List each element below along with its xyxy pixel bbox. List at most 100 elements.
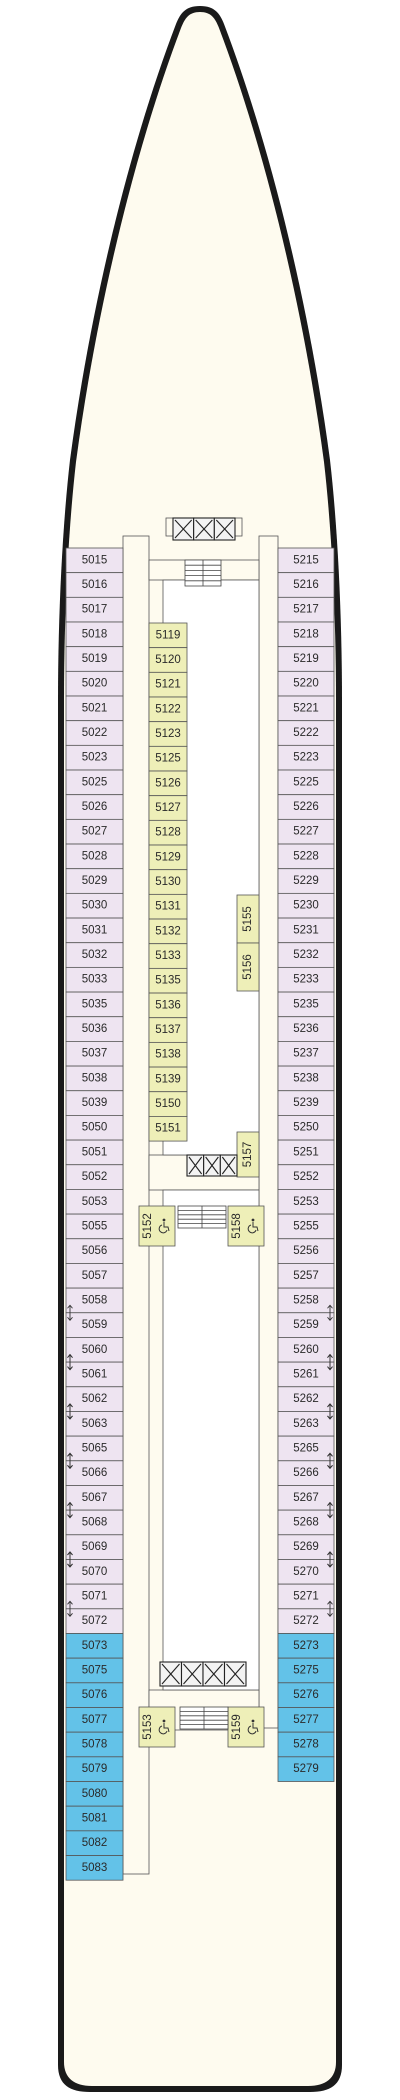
- cabin-5031[interactable]: 5031: [65, 917, 124, 944]
- cabin-5262[interactable]: 5262: [277, 1386, 335, 1412]
- cabin-5079[interactable]: 5079: [65, 1756, 124, 1782]
- cabin-5150[interactable]: 5150: [148, 1091, 188, 1117]
- cabin-5038[interactable]: 5038: [65, 1065, 124, 1092]
- cabin-5253[interactable]: 5253: [277, 1189, 335, 1215]
- cabin-5065[interactable]: 5065: [65, 1435, 124, 1462]
- cabin-5026[interactable]: 5026: [65, 794, 124, 820]
- cabin-5237[interactable]: 5237: [277, 1041, 335, 1067]
- cabin-5063[interactable]: 5063: [65, 1411, 124, 1437]
- cabin-5127[interactable]: 5127: [148, 795, 188, 821]
- cabin-5258[interactable]: 5258: [277, 1287, 335, 1314]
- cabin-5259[interactable]: 5259: [277, 1312, 335, 1338]
- cabin-5132[interactable]: 5132: [148, 918, 188, 945]
- cabin-5218[interactable]: 5218: [277, 621, 335, 648]
- cabin-5016[interactable]: 5016: [65, 572, 124, 598]
- cabin-5270[interactable]: 5270: [277, 1559, 335, 1585]
- cabin-5120[interactable]: 5120: [148, 647, 188, 673]
- cabin-5050[interactable]: 5050: [65, 1115, 124, 1141]
- cabin-5257[interactable]: 5257: [277, 1263, 335, 1289]
- cabin-5072[interactable]: 5072: [65, 1608, 124, 1634]
- cabin-5057[interactable]: 5057: [65, 1263, 124, 1289]
- cabin-5156[interactable]: 5156: [236, 942, 260, 992]
- cabin-5250[interactable]: 5250: [277, 1115, 335, 1141]
- cabin-5275[interactable]: 5275: [277, 1657, 335, 1684]
- cabin-5125[interactable]: 5125: [148, 745, 188, 772]
- cabin-5138[interactable]: 5138: [148, 1041, 188, 1068]
- cabin-5082[interactable]: 5082: [65, 1830, 124, 1856]
- cabin-5022[interactable]: 5022: [65, 720, 124, 746]
- cabin-5052[interactable]: 5052: [65, 1164, 124, 1190]
- cabin-5028[interactable]: 5028: [65, 843, 124, 870]
- cabin-5025[interactable]: 5025: [65, 769, 124, 796]
- cabin-5060[interactable]: 5060: [65, 1337, 124, 1363]
- cabin-5233[interactable]: 5233: [277, 966, 335, 993]
- cabin-5068[interactable]: 5068: [65, 1509, 124, 1536]
- cabin-5266[interactable]: 5266: [277, 1460, 335, 1486]
- cabin-5260[interactable]: 5260: [277, 1337, 335, 1363]
- cabin-5229[interactable]: 5229: [277, 868, 335, 894]
- cabin-5139[interactable]: 5139: [148, 1066, 188, 1093]
- cabin-5137[interactable]: 5137: [148, 1017, 188, 1043]
- cabin-5159[interactable]: 5159: [227, 1706, 265, 1748]
- cabin-5278[interactable]: 5278: [277, 1731, 335, 1758]
- cabin-5058[interactable]: 5058: [65, 1287, 124, 1314]
- cabin-5221[interactable]: 5221: [277, 695, 335, 722]
- cabin-5238[interactable]: 5238: [277, 1065, 335, 1092]
- cabin-5277[interactable]: 5277: [277, 1707, 335, 1733]
- cabin-5269[interactable]: 5269: [277, 1534, 335, 1560]
- cabin-5121[interactable]: 5121: [148, 671, 188, 698]
- cabin-5030[interactable]: 5030: [65, 892, 124, 919]
- cabin-5071[interactable]: 5071: [65, 1583, 124, 1610]
- cabin-5066[interactable]: 5066: [65, 1460, 124, 1486]
- cabin-5232[interactable]: 5232: [277, 942, 335, 968]
- cabin-5020[interactable]: 5020: [65, 670, 124, 697]
- cabin-5055[interactable]: 5055: [65, 1213, 124, 1240]
- cabin-5217[interactable]: 5217: [277, 596, 335, 623]
- cabin-5061[interactable]: 5061: [65, 1361, 124, 1388]
- cabin-5032[interactable]: 5032: [65, 942, 124, 968]
- cabin-5158[interactable]: 5158: [227, 1205, 265, 1247]
- cabin-5073[interactable]: 5073: [65, 1633, 124, 1659]
- cabin-5027[interactable]: 5027: [65, 818, 124, 845]
- cabin-5077[interactable]: 5077: [65, 1707, 124, 1733]
- cabin-5151[interactable]: 5151: [148, 1116, 188, 1142]
- cabin-5279[interactable]: 5279: [277, 1756, 335, 1782]
- cabin-5067[interactable]: 5067: [65, 1485, 124, 1511]
- cabin-5059[interactable]: 5059: [65, 1312, 124, 1338]
- cabin-5021[interactable]: 5021: [65, 695, 124, 722]
- cabin-5136[interactable]: 5136: [148, 992, 188, 1019]
- cabin-5219[interactable]: 5219: [277, 646, 335, 672]
- cabin-5053[interactable]: 5053: [65, 1189, 124, 1215]
- cabin-5263[interactable]: 5263: [277, 1411, 335, 1437]
- cabin-5153[interactable]: 5153: [138, 1706, 176, 1748]
- cabin-5019[interactable]: 5019: [65, 646, 124, 672]
- cabin-5223[interactable]: 5223: [277, 744, 335, 771]
- cabin-5018[interactable]: 5018: [65, 621, 124, 648]
- cabin-5230[interactable]: 5230: [277, 892, 335, 919]
- cabin-5272[interactable]: 5272: [277, 1608, 335, 1634]
- cabin-5265[interactable]: 5265: [277, 1435, 335, 1462]
- cabin-5126[interactable]: 5126: [148, 770, 188, 797]
- cabin-5015[interactable]: 5015: [65, 547, 124, 574]
- cabin-5056[interactable]: 5056: [65, 1238, 124, 1264]
- cabin-5033[interactable]: 5033: [65, 966, 124, 993]
- cabin-5035[interactable]: 5035: [65, 991, 124, 1018]
- cabin-5251[interactable]: 5251: [277, 1139, 335, 1166]
- cabin-5216[interactable]: 5216: [277, 572, 335, 598]
- cabin-5122[interactable]: 5122: [148, 696, 188, 723]
- cabin-5268[interactable]: 5268: [277, 1509, 335, 1536]
- cabin-5255[interactable]: 5255: [277, 1213, 335, 1240]
- cabin-5039[interactable]: 5039: [65, 1090, 124, 1116]
- cabin-5076[interactable]: 5076: [65, 1682, 124, 1708]
- cabin-5239[interactable]: 5239: [277, 1090, 335, 1116]
- cabin-5225[interactable]: 5225: [277, 769, 335, 796]
- cabin-5226[interactable]: 5226: [277, 794, 335, 820]
- cabin-5215[interactable]: 5215: [277, 547, 335, 574]
- cabin-5128[interactable]: 5128: [148, 819, 188, 846]
- cabin-5081[interactable]: 5081: [65, 1805, 124, 1832]
- cabin-5070[interactable]: 5070: [65, 1559, 124, 1585]
- cabin-5273[interactable]: 5273: [277, 1633, 335, 1659]
- cabin-5133[interactable]: 5133: [148, 943, 188, 969]
- cabin-5155[interactable]: 5155: [236, 894, 260, 944]
- cabin-5135[interactable]: 5135: [148, 967, 188, 994]
